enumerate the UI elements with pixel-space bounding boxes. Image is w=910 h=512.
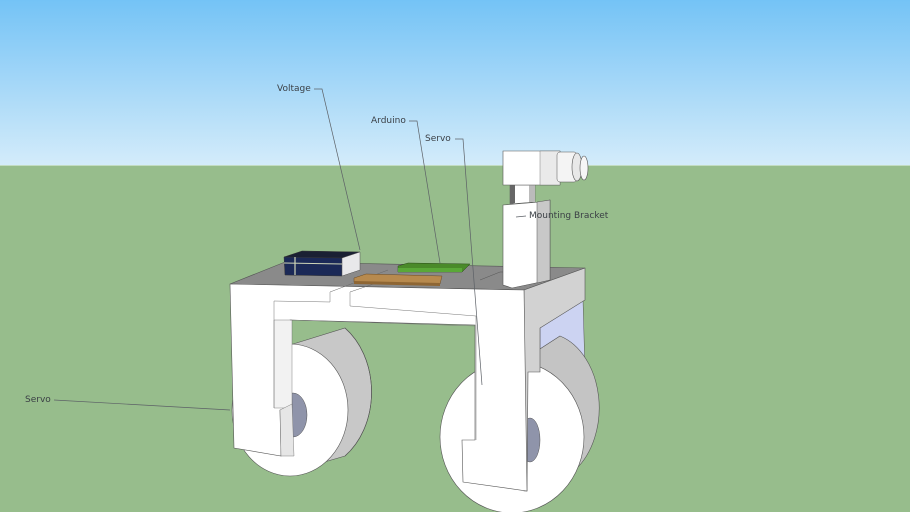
bracket-leader	[515, 215, 527, 218]
arduino-board[interactable]	[397, 262, 471, 273]
voltage-leader	[314, 88, 361, 251]
servo-top-leader	[455, 138, 483, 386]
label-servo-top: Servo	[425, 134, 451, 144]
servo-left-leader	[53, 399, 231, 411]
leader-lines	[53, 88, 527, 411]
label-arduino: Arduino	[371, 116, 406, 126]
horizon-line	[0, 165, 910, 166]
ultrasonic-sensor[interactable]	[502, 150, 589, 186]
label-servo-left: Servo	[25, 395, 51, 405]
battery-pack[interactable]	[283, 250, 361, 277]
label-voltage: Voltage	[277, 84, 311, 94]
sky	[0, 0, 910, 166]
mounting-bracket[interactable]	[502, 184, 551, 289]
wood-board[interactable]	[353, 273, 443, 286]
label-mounting-bracket: Mounting Bracket	[529, 211, 609, 221]
arduino-leader	[409, 120, 441, 264]
